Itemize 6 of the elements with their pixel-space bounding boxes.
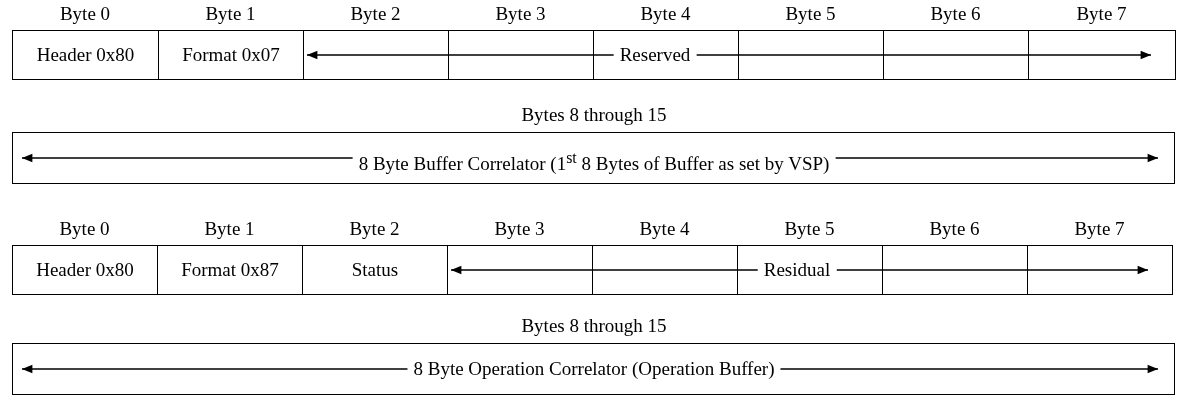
field-cell: Header 0x80 <box>12 30 159 80</box>
field-cell: Status <box>302 245 448 295</box>
field-cell: Format 0x87 <box>157 245 303 295</box>
field-cell: Format 0x07 <box>158 30 304 80</box>
field-label: 8 Byte Operation Correlator (Operation Buffer) <box>407 358 781 380</box>
field-cell: Header 0x80 <box>12 245 158 295</box>
